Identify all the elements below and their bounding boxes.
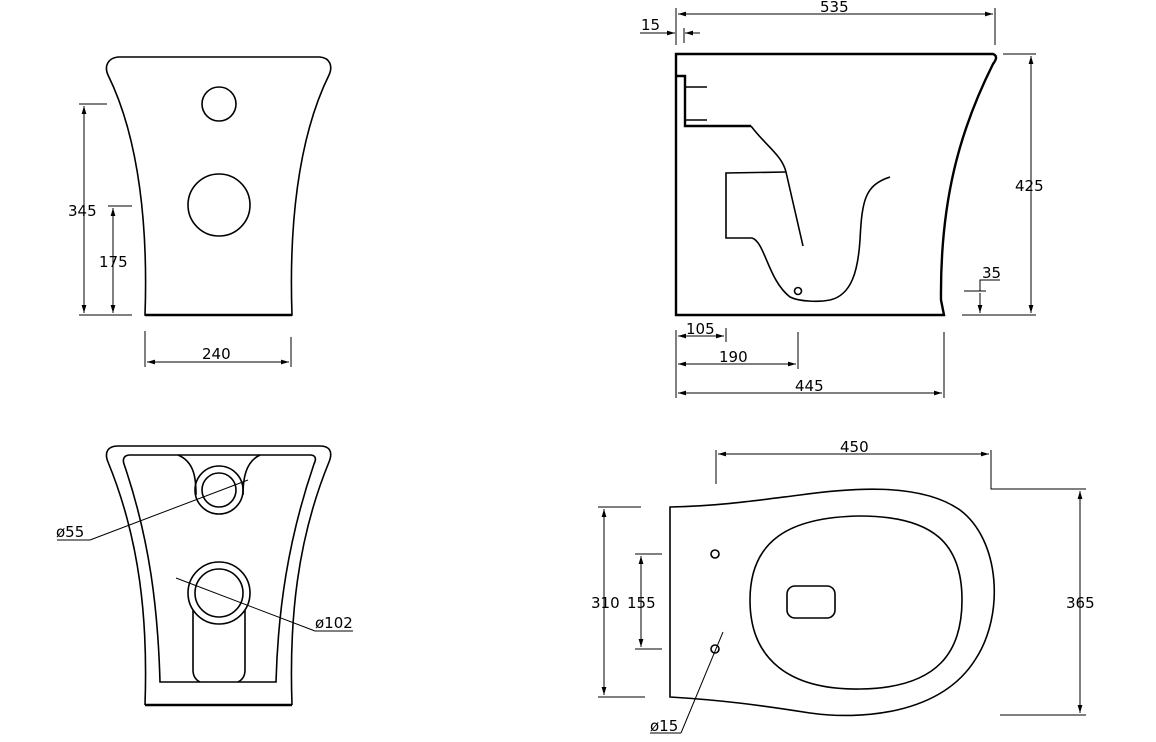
dim-label-dia-55: ø55 [56,523,84,541]
dim-label-190: 190 [719,348,748,366]
dim-label-535: 535 [820,0,849,16]
back-detail-outer-outline [105,445,332,706]
dim-label-240: 240 [202,345,231,363]
bowl-rim [749,515,963,690]
waste-opening [786,585,836,619]
fixing-hole-bottom [710,644,720,654]
inlet-socket-inner [201,472,237,508]
dim-label-450: 450 [840,438,869,456]
side-view: 535 15 425 35 105 190 445 [640,0,1044,398]
upper-inlet-hole [201,86,237,122]
dim-label-dia-102: ø102 [315,614,353,632]
back-detail-view: ø55 ø102 [56,445,353,707]
dim-label-175: 175 [99,253,128,271]
top-view: 450 365 310 155 ø15 [591,438,1095,735]
rear-view-outline [105,56,332,316]
dim-label-105: 105 [686,320,715,338]
dim-label-155: 155 [627,594,656,612]
rear-view: 345 175 240 [68,56,332,367]
dim-label-35: 35 [982,264,1001,282]
dim-label-445: 445 [795,377,824,395]
top-view-outer-outline [669,488,996,717]
outlet-socket-inner [194,568,244,618]
fixing-hole-top [710,549,720,559]
dim-label-425: 425 [1015,177,1044,195]
dim-label-310: 310 [591,594,620,612]
back-detail-inner-outline [122,454,317,683]
dim-label-365: 365 [1066,594,1095,612]
dim-label-15: 15 [641,16,660,34]
side-view-outline [674,52,998,317]
outlet-hole [187,173,251,237]
inlet-socket-outer [194,465,244,515]
dim-label-345: 345 [68,202,97,220]
outlet-socket-outer [187,561,251,625]
dim-label-dia-15: ø15 [650,717,678,735]
